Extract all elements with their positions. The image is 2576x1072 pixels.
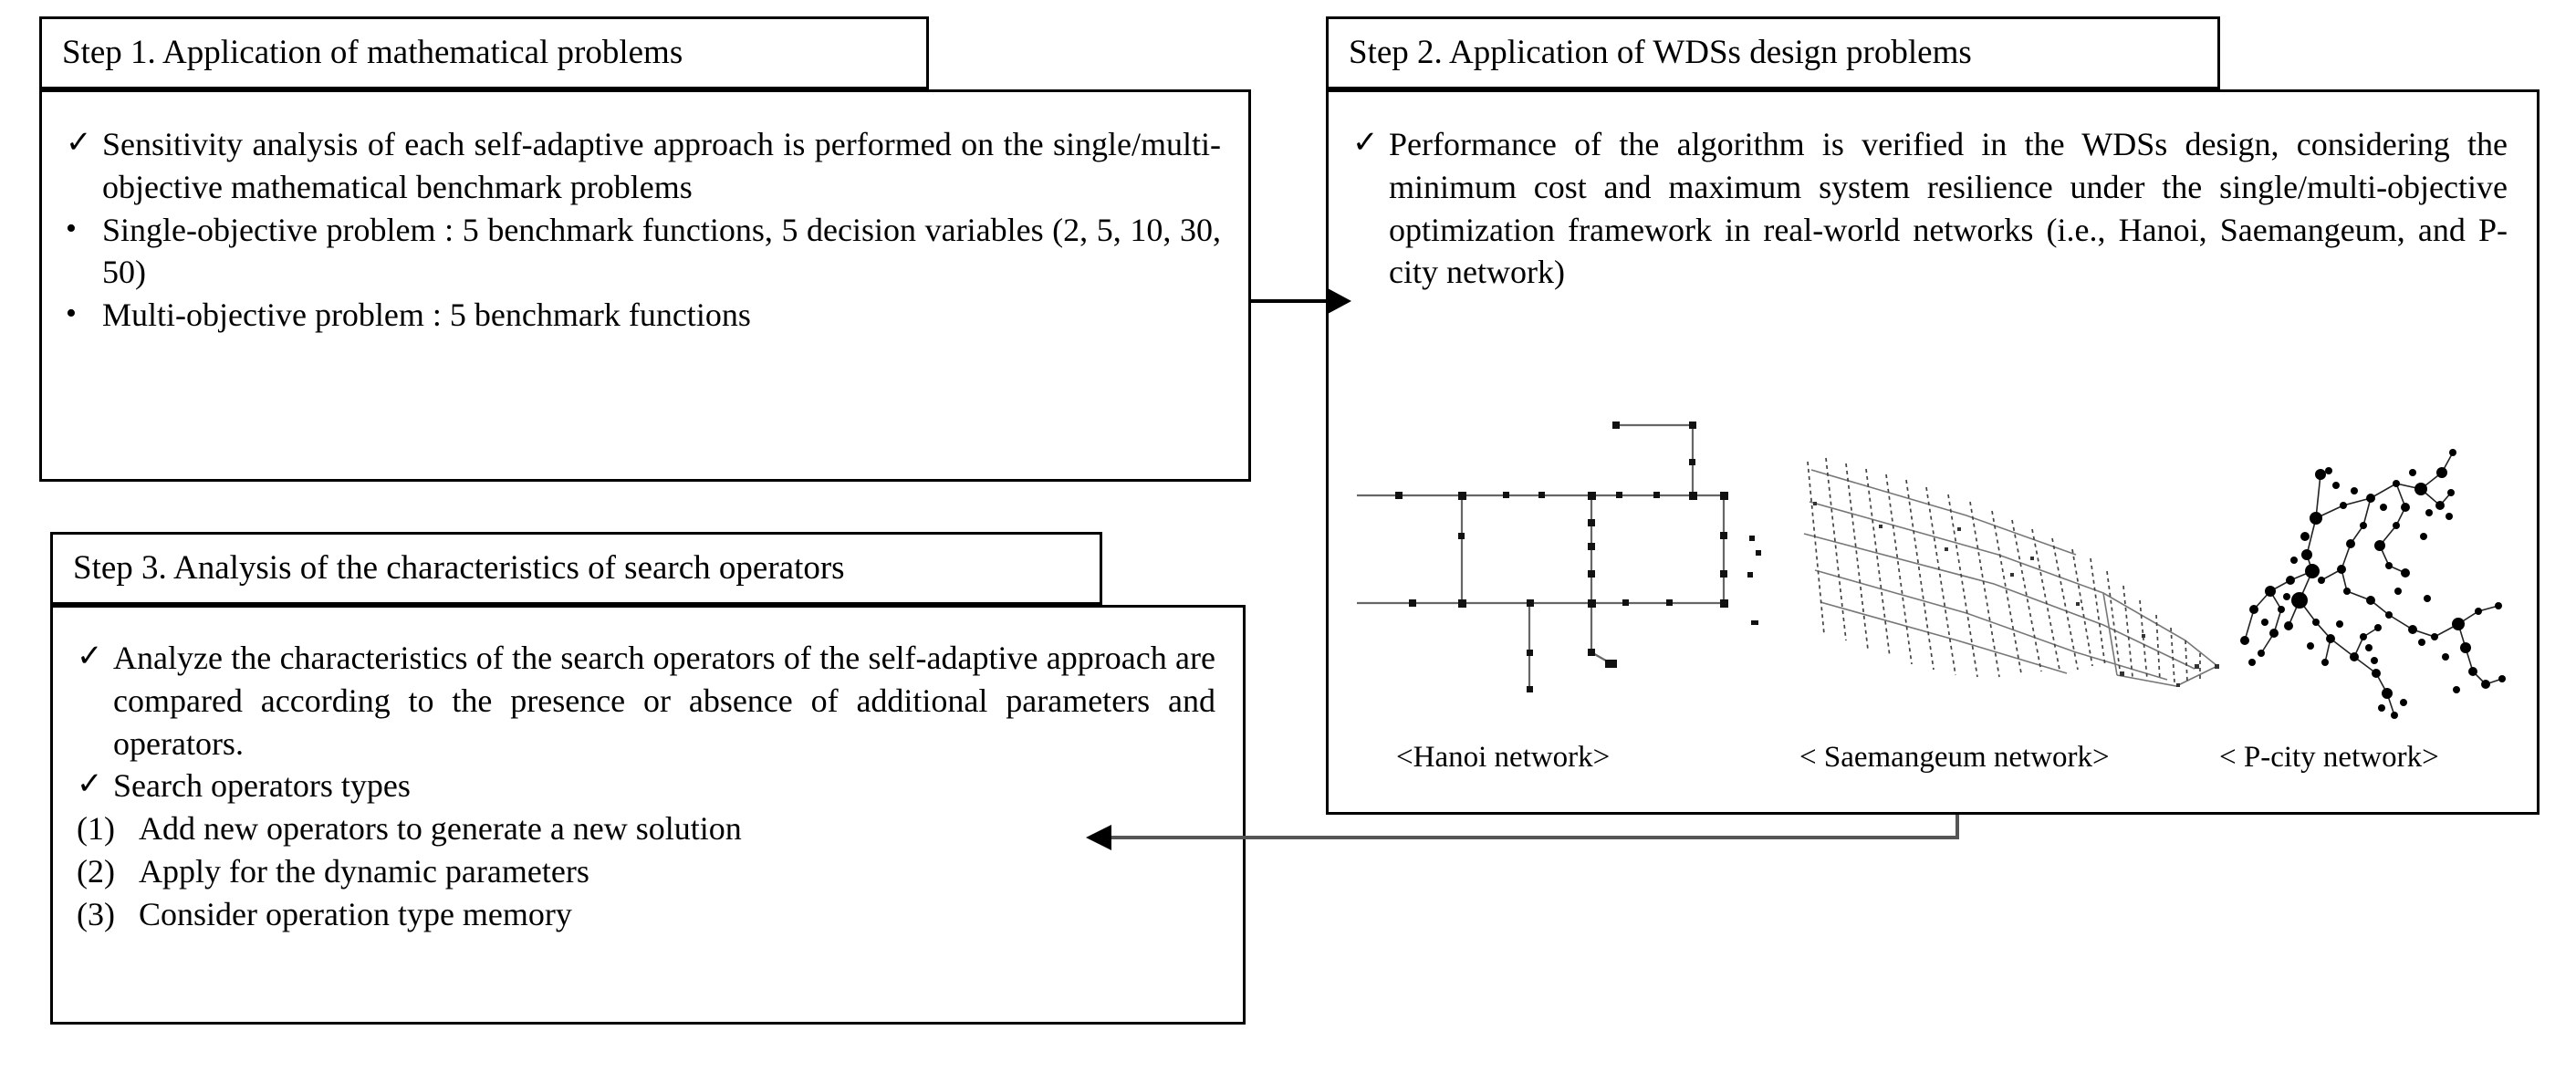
step1-header-box: Step 1. Application of mathematical prob…: [39, 16, 929, 89]
arrow-step2-to-step3: [1086, 815, 1959, 850]
dot-bullet-icon: •: [66, 211, 77, 245]
p-city-network-figure: [2240, 449, 2506, 719]
step1-bullet-2-text: Single-objective problem : 5 benchmark f…: [102, 211, 1221, 291]
step3-header-box: Step 3. Analysis of the characteristics …: [50, 532, 1102, 605]
list-number-3: (3): [77, 895, 115, 932]
p-city-network-caption: < P-city network>: [2219, 741, 2439, 774]
step2-header-label: Step 2. Application of WDSs design probl…: [1349, 33, 1972, 71]
step2-bullet-1: ✓ Performance of the algorithm is verifi…: [1352, 123, 2508, 294]
step3-bullet-3: (1) Add new operators to generate a new …: [77, 807, 1215, 850]
step3-bullet-2-text: Search operators types: [113, 767, 411, 805]
step1-body-box: ✓ Sensitivity analysis of each self-adap…: [39, 89, 1251, 482]
step3-bullet-5-text: Consider operation type memory: [139, 895, 572, 932]
step1-bullet-1: ✓ Sensitivity analysis of each self-adap…: [66, 123, 1221, 209]
step1-bullet-3: • Multi-objective problem : 5 benchmark …: [66, 294, 1221, 337]
step3-bullet-1: ✓ Analyze the characteristics of the sea…: [77, 637, 1215, 765]
step3-bullet-4-text: Apply for the dynamic parameters: [139, 852, 589, 890]
step3-bullet-3-text: Add new operators to generate a new solu…: [139, 810, 742, 848]
dot-bullet-icon: •: [66, 297, 77, 331]
step2-bullet-1-text: Performance of the algorithm is verified…: [1389, 126, 2508, 291]
step2-bullet-list: ✓ Performance of the algorithm is verifi…: [1352, 123, 2508, 294]
step3-bullet-2: ✓ Search operators types: [77, 765, 1215, 807]
list-number-2: (2): [77, 852, 115, 890]
step2-header-box: Step 2. Application of WDSs design probl…: [1326, 16, 2220, 89]
arrow-step1-to-step2: [1251, 288, 1351, 314]
step1-bullet-1-text: Sensitivity analysis of each self-adapti…: [102, 126, 1221, 205]
step3-bullet-1-text: Analyze the characteristics of the searc…: [113, 640, 1215, 762]
step3-bullet-5: (3) Consider operation type memory: [77, 893, 1215, 936]
saemangeum-network-figure: [1803, 457, 2219, 687]
checkmark-icon: ✓: [77, 640, 103, 673]
step1-header-label: Step 1. Application of mathematical prob…: [62, 33, 683, 71]
step1-bullet-2: • Single-objective problem : 5 benchmark…: [66, 209, 1221, 295]
step3-bullet-4: (2) Apply for the dynamic parameters: [77, 850, 1215, 893]
list-number-1: (1): [77, 810, 115, 848]
step3-bullet-list: ✓ Analyze the characteristics of the sea…: [77, 637, 1215, 936]
step3-header-label: Step 3. Analysis of the characteristics …: [73, 548, 845, 587]
step1-bullet-3-text: Multi-objective problem : 5 benchmark fu…: [102, 297, 751, 334]
checkmark-icon: ✓: [77, 767, 103, 802]
step1-bullet-list: ✓ Sensitivity analysis of each self-adap…: [66, 123, 1221, 337]
checkmark-icon: ✓: [1352, 126, 1379, 160]
hanoi-network-caption: <Hanoi network>: [1396, 741, 1611, 774]
checkmark-icon: ✓: [66, 126, 92, 160]
step3-body-box: ✓ Analyze the characteristics of the sea…: [50, 605, 1246, 1025]
hanoi-network-figure: [1357, 422, 1761, 692]
step2-body-box: ✓ Performance of the algorithm is verifi…: [1326, 89, 2539, 815]
saemangeum-network-caption: < Saemangeum network>: [1799, 741, 2110, 774]
